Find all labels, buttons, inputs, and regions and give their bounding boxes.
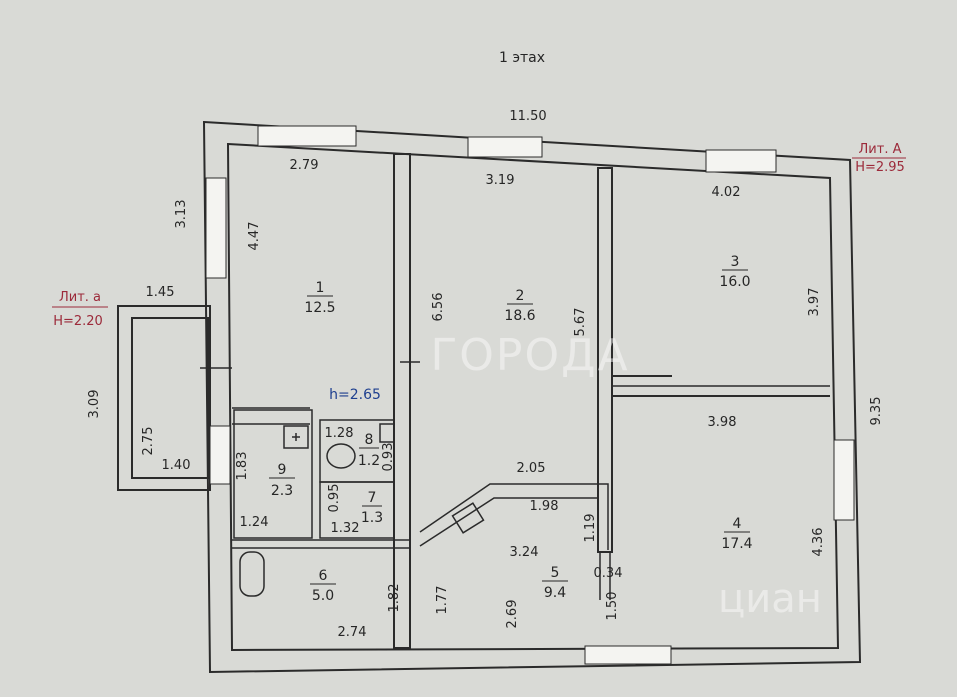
room-number: 1 <box>316 280 325 296</box>
watermark-brand: циан <box>718 576 822 622</box>
annex-walls <box>117 305 211 491</box>
interior-walls <box>200 153 830 649</box>
dim-label: 11.50 <box>509 109 546 124</box>
dim-label: 1.32 <box>331 521 360 536</box>
room-number: 2 <box>516 288 525 304</box>
dim-label: 3.24 <box>510 545 539 560</box>
room-area: 9.4 <box>544 585 566 601</box>
dim-label: 2.05 <box>517 461 546 476</box>
room-1: 1 12.5 <box>304 280 335 316</box>
dim-label: 4.02 <box>712 185 741 200</box>
room-2: 2 18.6 <box>504 288 535 324</box>
room-area: 18.6 <box>504 308 535 324</box>
dim-label: 6.56 <box>431 293 446 322</box>
dim-label: 2.79 <box>290 158 319 173</box>
room-6: 6 5.0 <box>310 568 336 604</box>
dim-label: 3.98 <box>708 415 737 430</box>
lit-small-a-label: Лит. а <box>59 290 101 305</box>
dimension-labels: 11.50 2.79 3.19 4.02 3.13 4.47 6.56 5.67… <box>87 109 884 640</box>
dim-label: 1.77 <box>435 586 450 615</box>
dim-label: 2.74 <box>338 625 367 640</box>
dim-label: 1.19 <box>583 514 598 543</box>
dim-label: 5.67 <box>573 308 588 337</box>
dim-label: 2.75 <box>141 427 156 456</box>
room-7: 7 1.3 <box>361 490 383 526</box>
room-5: 5 9.4 <box>542 565 568 601</box>
lit-a-label: Лит. А <box>859 142 902 157</box>
room-number: 8 <box>365 432 374 448</box>
dim-label: 0.93 <box>381 443 396 472</box>
room-8: 8 1.2 <box>358 432 380 469</box>
room-area: 1.2 <box>358 453 380 469</box>
dim-label: 2.69 <box>505 600 520 629</box>
room-area: 2.3 <box>271 483 293 499</box>
room-area: 12.5 <box>304 300 335 316</box>
lit-a-height: Н=2.95 <box>855 160 905 175</box>
inner-height-label: h=2.65 <box>329 387 381 403</box>
floor-title: 1 этах <box>499 50 545 66</box>
dim-label: 1.45 <box>146 285 175 300</box>
dim-label: 0.95 <box>327 484 342 513</box>
room-area: 5.0 <box>312 588 334 604</box>
room-number: 5 <box>551 565 560 581</box>
dim-label: 1.98 <box>530 499 559 514</box>
room-number: 4 <box>733 516 742 532</box>
room-number: 6 <box>319 568 328 584</box>
dim-label: 3.13 <box>174 200 189 229</box>
room-number: 9 <box>278 462 287 478</box>
dim-label: 1.83 <box>235 452 250 481</box>
room-number: 3 <box>731 254 740 270</box>
lit-small-a-height: Н=2.20 <box>53 314 103 329</box>
room-9: 9 2.3 <box>269 462 295 499</box>
dim-label: 1.50 <box>605 592 620 621</box>
dim-label: 1.28 <box>325 426 354 441</box>
dim-label: 9.35 <box>869 397 884 426</box>
room-area: 1.3 <box>361 510 383 526</box>
room-area: 17.4 <box>721 536 752 552</box>
dim-label: 1.82 <box>387 584 402 613</box>
dim-label: 1.40 <box>162 458 191 473</box>
room-3: 3 16.0 <box>719 254 750 290</box>
room-4: 4 17.4 <box>721 516 752 552</box>
dim-label: 1.24 <box>240 515 269 530</box>
dim-label: 3.97 <box>807 288 822 317</box>
fixtures <box>239 423 485 597</box>
outer-walls <box>202 120 862 674</box>
dim-label: 3.19 <box>486 173 515 188</box>
room-number: 7 <box>368 490 377 506</box>
dim-label: 0.34 <box>594 566 623 581</box>
windows <box>205 125 855 665</box>
watermark-text: ГОРОДА <box>430 330 629 381</box>
dim-label: 4.36 <box>811 528 826 557</box>
room-area: 16.0 <box>719 274 750 290</box>
dim-label: 4.47 <box>247 222 262 251</box>
dim-label: 3.09 <box>87 390 102 419</box>
